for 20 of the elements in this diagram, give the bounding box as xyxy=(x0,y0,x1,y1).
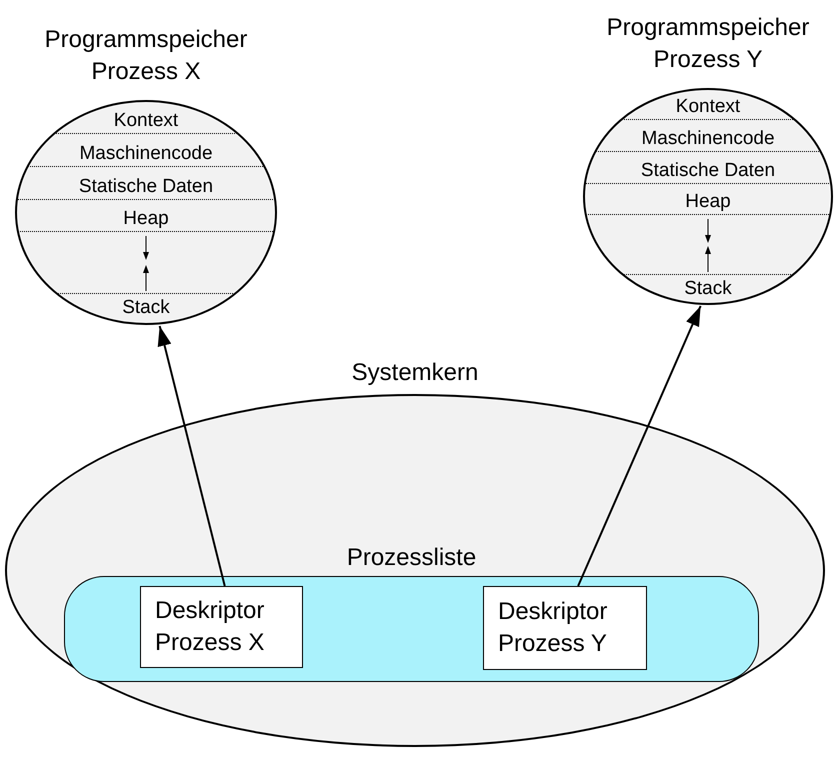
segment-label: Stack xyxy=(684,277,732,301)
descriptor-label: Deskriptor Prozess X xyxy=(155,596,266,658)
segment-label: Kontext xyxy=(114,109,178,133)
segment-label: Statische Daten xyxy=(640,159,776,183)
segment-label: Heap xyxy=(123,207,169,231)
segment-label: Maschinencode xyxy=(79,142,213,166)
kernel-heading: Systemkern xyxy=(352,358,478,388)
memory-heading: Programmspeicher Prozess Y xyxy=(606,13,810,75)
segment-label: Statische Daten xyxy=(78,175,214,199)
segment-label: Stack xyxy=(122,296,170,320)
descriptor-label: Deskriptor Prozess Y xyxy=(498,597,608,659)
segment-label: Kontext xyxy=(676,95,740,119)
memory-heading: Programmspeicher Prozess X xyxy=(44,25,248,87)
descriptor-box xyxy=(140,586,303,668)
arrow xyxy=(158,326,226,586)
descriptor-box xyxy=(483,586,647,670)
segment-label: Maschinencode xyxy=(641,127,775,151)
arrow xyxy=(577,306,702,586)
segment-label: Heap xyxy=(685,190,731,214)
list-heading: Prozessliste xyxy=(346,543,476,573)
